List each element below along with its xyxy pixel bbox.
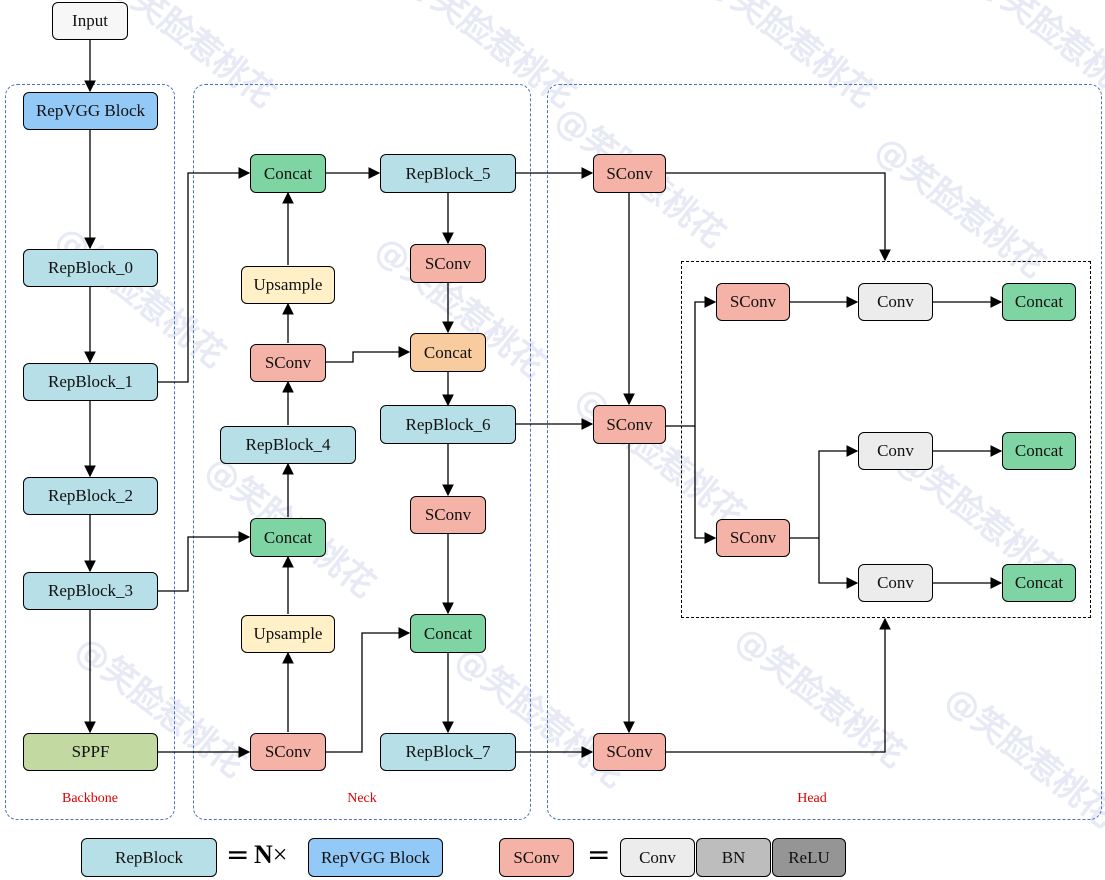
- arrow-split-sconva: [694, 296, 717, 426]
- neck-sconv-3-node: SConv: [410, 496, 486, 534]
- neck-concat-4-node: Concat: [410, 614, 486, 653]
- neck-concat-2-node: Concat: [250, 518, 326, 557]
- legend-equals-2: =: [587, 838, 611, 871]
- neck-concat-3-node: Concat: [410, 333, 486, 372]
- arrow-hsconvbot-headbox: [666, 617, 891, 753]
- head-label: Head: [797, 791, 827, 806]
- head-conv-b2-node: Conv: [858, 564, 933, 602]
- head-detect-box: [681, 261, 1091, 618]
- head-concat-a-node: Concat: [1002, 283, 1076, 321]
- legend-relu: ReLU: [772, 838, 846, 877]
- repblock-1-node: RepBlock_1: [23, 363, 158, 401]
- head-sconv-top-node: SConv: [593, 154, 666, 193]
- head-sconv-b-node: SConv: [716, 519, 790, 557]
- arrow-split-sconvb: [694, 426, 717, 544]
- legend-conv: Conv: [620, 838, 695, 877]
- legend-bn: BN: [696, 838, 771, 877]
- backbone-label: Backbone: [62, 791, 118, 806]
- head-concat-b2-node: Concat: [1002, 564, 1076, 602]
- neck-sconv-0-node: SConv: [250, 733, 326, 771]
- head-concat-b1-node: Concat: [1002, 432, 1076, 470]
- head-conv-a-node: Conv: [858, 283, 933, 321]
- head-sconv-mid-node: SConv: [593, 405, 666, 444]
- legend-repblock: RepBlock: [81, 838, 217, 877]
- legend-repvgg-block: RepVGG Block: [308, 838, 443, 877]
- neck-repblock-7-node: RepBlock_7: [380, 733, 516, 771]
- legend-sconv: SConv: [499, 838, 574, 877]
- arrow-sconvb-convb1: [818, 445, 859, 538]
- arrow-sconvb-convb2: [818, 538, 859, 589]
- neck-upsample-2-node: Upsample: [241, 615, 335, 653]
- legend-n-times: N×: [254, 840, 287, 870]
- legend-n-symbol: N: [254, 840, 273, 869]
- neck-repblock-4-node: RepBlock_4: [220, 426, 356, 464]
- neck-upsample-1-node: Upsample: [241, 266, 335, 304]
- repblock-3-node: RepBlock_3: [23, 572, 158, 610]
- head-region: [547, 84, 1102, 820]
- repvgg-block-node: RepVGG Block: [23, 92, 158, 130]
- neck-label: Neck: [347, 791, 377, 806]
- arrow-rb3-concat2: [158, 531, 251, 592]
- arrow-sconv1-concat3: [326, 346, 411, 363]
- arrow-hsconvtop-headbox: [666, 172, 891, 262]
- neck-sconv-2-node: SConv: [410, 244, 486, 283]
- neck-repblock-5-node: RepBlock_5: [380, 154, 516, 193]
- head-sconv-bot-node: SConv: [593, 733, 666, 771]
- input-node: Input: [52, 2, 128, 40]
- repblock-0-node: RepBlock_0: [23, 249, 158, 287]
- neck-region: [193, 84, 531, 820]
- legend-equals-1: =: [226, 838, 250, 871]
- arrow-rb1-concat1: [158, 167, 251, 383]
- sppf-node: SPPF: [23, 733, 158, 771]
- arrow-sconv0-concat4: [326, 627, 411, 753]
- repblock-2-node: RepBlock_2: [23, 477, 158, 515]
- neck-concat-1-node: Concat: [250, 154, 326, 193]
- head-sconv-a-node: SConv: [716, 283, 790, 321]
- neck-sconv-1-node: SConv: [250, 344, 326, 382]
- legend-times-symbol: ×: [272, 840, 288, 869]
- neck-repblock-6-node: RepBlock_6: [380, 405, 516, 444]
- head-conv-b1-node: Conv: [858, 432, 933, 470]
